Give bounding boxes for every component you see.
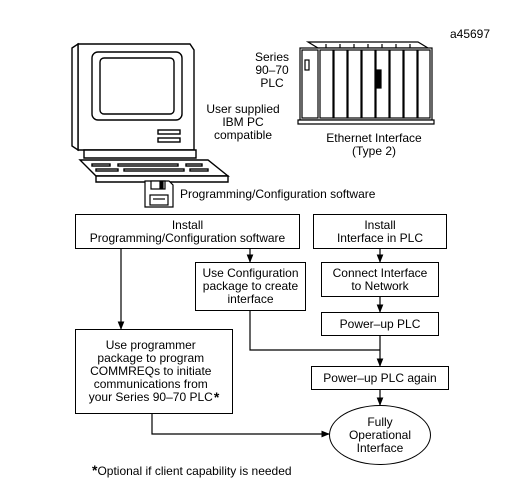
footnote-asterisk: *	[92, 462, 98, 478]
software-label: Programming/Configuration software	[180, 187, 376, 201]
powerup-again-box: Power–up PLC again	[311, 366, 449, 390]
powerup-box: Power–up PLC	[321, 312, 439, 336]
use-programmer-text: Use programmer package to program COMMRE…	[88, 338, 213, 404]
footnote: *Optional if client capability is needed	[92, 451, 332, 478]
footnote-text: Optional if client capability is needed	[97, 464, 292, 478]
connect-network-box: Connect Interface to Network	[321, 262, 439, 297]
figure-id: a45697	[449, 27, 491, 41]
pc-computer-icon	[71, 42, 230, 183]
ethernet-interface-label: Ethernet Interface (Type 2)	[326, 131, 422, 158]
use-programmer-box: Use programmer package to program COMMRE…	[75, 329, 233, 414]
fully-operational-oval: Fully Operational Interface	[329, 405, 431, 465]
pc-label: User supplied IBM PC compatible	[206, 102, 280, 142]
install-interface-box: Install Interface in PLC	[313, 214, 447, 249]
use-config-box: Use Configuration package to create inte…	[195, 262, 306, 311]
install-software-box: Install Programming/Configuration softwa…	[75, 214, 300, 249]
asterisk-mark: *	[213, 389, 220, 405]
floppy-disk-icon	[144, 180, 174, 208]
flow-connectors	[117, 249, 384, 438]
plc-rack-icon	[297, 41, 435, 125]
plc-label: Series 90–70 PLC	[254, 50, 289, 90]
